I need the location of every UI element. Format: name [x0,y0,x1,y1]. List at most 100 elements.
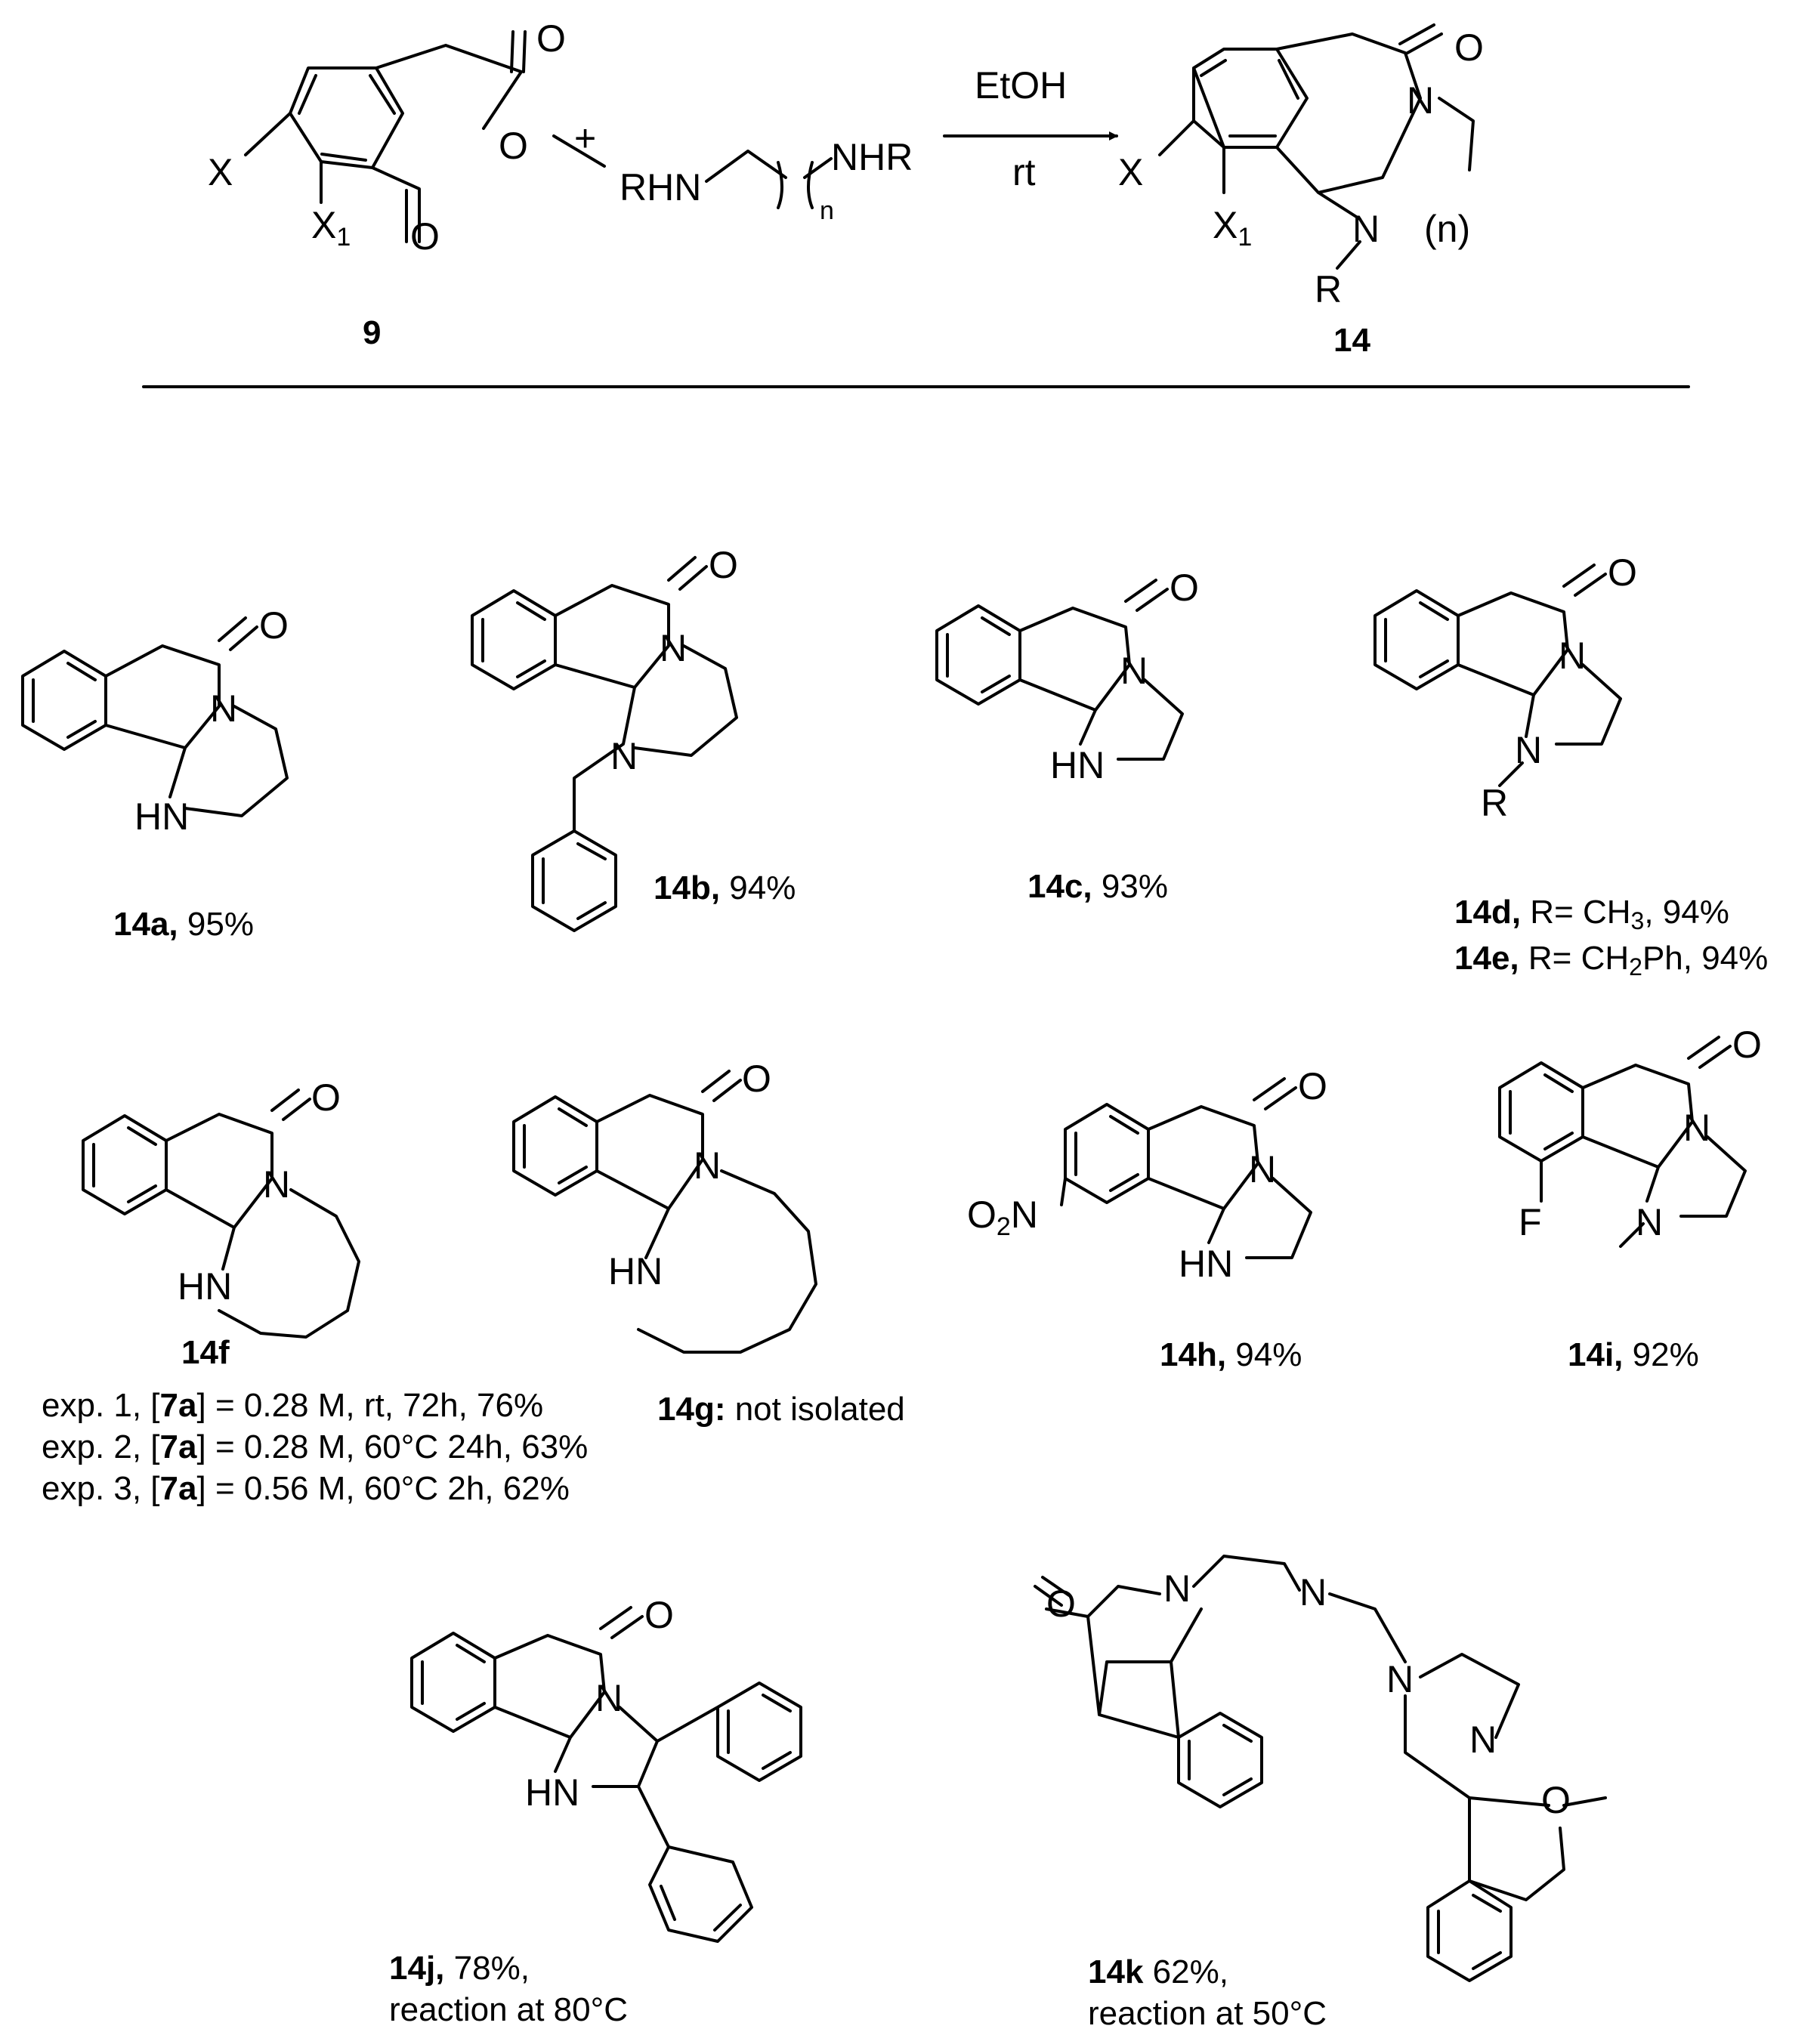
atom-o: O [1046,1583,1076,1625]
atom-n: N [1352,208,1380,250]
atom-o: O [1298,1065,1327,1107]
caption-14e: 14e, R= CH2Ph, 94% [1454,940,1768,980]
atom-n: N [1386,1658,1414,1700]
atom-n: N [1469,1719,1497,1761]
atom-n: N [1163,1567,1191,1610]
atom-n: N [660,627,687,669]
product-14: O N N X X1 R (n) 14 [1118,23,1484,359]
atom-o: O [742,1058,771,1100]
condition-temperature: rt [1012,151,1036,193]
compound-14b: O N N 14b, 94% [471,544,796,932]
atom-o: O [1454,26,1484,69]
reactant-9-bonds [244,30,606,243]
atom-n: N [1249,1148,1276,1190]
reactant-9: O O O X X1 9 [208,17,606,351]
repeat-n: n [820,196,834,225]
rhn-label: RHN [620,166,701,208]
diamine-chain [705,150,833,209]
atom-hn: HN [525,1771,579,1814]
compound-14c: O N HN 14c, 93% [935,567,1199,905]
caption-14d: 14d, R= CH3, 94% [1454,894,1729,934]
caption-14h: 14h, 94% [1160,1336,1302,1373]
nitro-group: O2N [967,1194,1038,1241]
atom-o: O [536,17,566,60]
atom-hn: HN [178,1265,232,1308]
compound-label-14: 14 [1333,322,1370,359]
caption-14c: 14c, 93% [1027,868,1168,905]
atom-n: N [1683,1107,1710,1149]
compound-14f-bonds [82,1089,360,1339]
note-14k: reaction at 50°C [1088,1995,1327,2032]
product-14-bonds [1158,23,1475,270]
atom-n: N [210,687,237,730]
caption-14b: 14b, 94% [654,869,796,906]
substituent-r: R [1481,782,1508,824]
compound-14b-bonds [471,556,738,932]
atom-o: O [410,215,440,258]
plus-sign: + [574,117,596,159]
atom-hn: HN [134,795,189,838]
compound-14d-bonds [1373,564,1622,787]
ring-size-n: (n) [1424,208,1470,250]
compound-14c-bonds [935,579,1184,761]
atom-n: N [694,1144,721,1187]
atom-o: O [311,1076,341,1119]
atom-hn: HN [1179,1243,1233,1285]
condition-exp-1: exp. 1, [7a] = 0.28 M, rt, 72h, 76% [42,1387,543,1424]
condition-exp-2: exp. 2, [7a] = 0.28 M, 60°C 24h, 63% [42,1428,588,1465]
atom-o: O [1170,567,1199,609]
compound-14j-bonds [410,1606,802,1943]
atom-o: O [644,1594,674,1636]
atom-n: N [1559,635,1586,677]
atom-n: N [595,1677,623,1719]
compound-14h: O N HN O2N 14h, 94% [967,1065,1327,1373]
atom-o: O [499,125,528,167]
atom-hn: HN [1050,744,1105,786]
condition-solvent: EtOH [975,64,1067,107]
atom-n: N [1636,1201,1663,1243]
atom-n: N [1299,1571,1327,1614]
compound-label-9: 9 [363,314,381,351]
caption-14a: 14a, 95% [113,906,254,943]
atom-o: O [259,604,289,647]
compound-14g-bonds [512,1070,817,1354]
compound-14g: O N HN 14g: not isolated [512,1058,905,1428]
compound-label-14f: 14f [181,1334,230,1371]
substituent-x: X [208,151,233,193]
substituent-r: R [1315,268,1342,310]
caption-14k: 14k 62%, [1088,1953,1228,1990]
atom-f: F [1519,1201,1542,1243]
substituent-x: X [1118,151,1143,193]
compound-14f: O N HN 14f exp. 1, [7a] = 0.28 M, rt, 72… [42,1076,588,1507]
condition-exp-3: exp. 3, [7a] = 0.56 M, 60°C 2h, 62% [42,1470,570,1507]
nhr-label: NHR [831,136,913,178]
atom-hn: HN [608,1250,663,1292]
reaction-arrow: EtOH rt [943,64,1118,193]
compound-14h-bonds [1060,1077,1312,1259]
compound-14a-bonds [21,616,289,817]
atom-n: N [263,1163,290,1206]
compound-14i-bonds [1498,1036,1747,1248]
atom-n: N [610,735,638,777]
atom-o: O [1541,1779,1571,1821]
atom-o: O [709,544,738,586]
substituent-x1: X1 [311,204,351,252]
atom-n: N [1120,650,1148,692]
caption-14j: 14j, 78%, [389,1950,530,1987]
compound-14d-14e: O N N R 14d, R= CH3, 94% 14e, R= CH2Ph, … [1373,551,1768,980]
atom-o: O [1732,1024,1762,1066]
substituent-x1: X1 [1213,204,1252,252]
diamine-reagent: RHN n NHR [620,136,913,225]
compound-14i: O N N F 14i, 92% [1498,1024,1762,1373]
atom-n: N [1515,729,1542,771]
compound-14a: O N HN 14a, 95% [21,604,289,943]
caption-14g: 14g: not isolated [657,1391,905,1428]
caption-14i: 14i, 92% [1568,1336,1699,1373]
note-14j: reaction at 80°C [389,1991,628,2028]
compound-14j: O N HN 14j, 78%, reaction at 80°C [389,1594,802,2028]
atom-o: O [1608,551,1637,594]
atom-n: N [1407,79,1434,122]
compound-14k-bonds [1034,1555,1607,1982]
compound-14k: O N N N N O 14k 62%, reaction at 50°C [1034,1555,1607,2032]
